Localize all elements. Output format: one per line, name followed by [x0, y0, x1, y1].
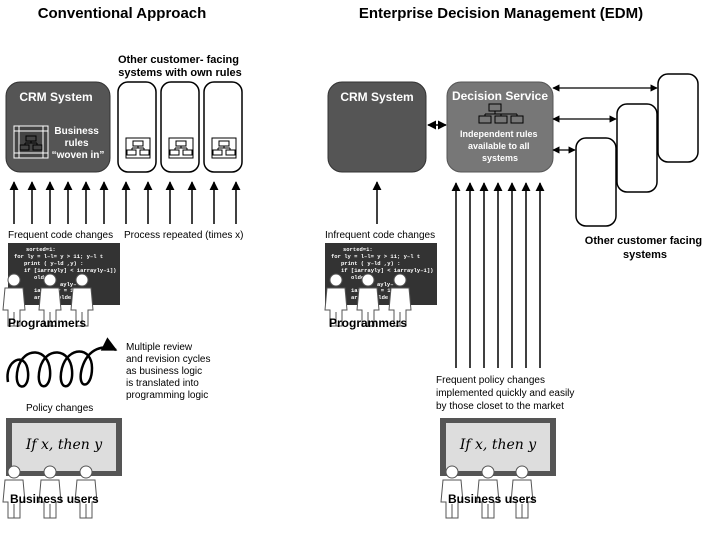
review-cycles-spiral — [6, 337, 118, 388]
rules-grid-icon — [13, 125, 49, 159]
policy-up-arrows — [451, 182, 545, 368]
left-crm-label: CRM System — [19, 90, 92, 104]
left-process-repeated: Process repeated (times x) — [124, 230, 244, 241]
left-other-system-boxes — [117, 81, 243, 173]
left-crm-system-box: CRM System Business rules “woven in” — [5, 81, 111, 173]
left-business-users-label: Business users — [10, 492, 99, 506]
left-board-text: If x, then y — [25, 437, 103, 453]
right-programmers-label: Programmers — [329, 316, 407, 330]
right-business-board: If x, then y — [440, 418, 556, 476]
right-other-system-boxes — [575, 73, 699, 227]
left-crm-note: Business rules “woven in” — [52, 126, 105, 161]
decision-service-box: Decision Service Independent rules avail… — [446, 81, 554, 173]
right-crm-system-box: CRM System — [327, 81, 427, 173]
left-review-note: Multiple review and revision cycles as b… — [126, 342, 213, 401]
left-code-block: sorted=1: for ly = l–l= y > 11; y–l t pr… — [8, 243, 123, 305]
left-business-board: If x, then y — [6, 418, 122, 476]
right-other-systems-label: Other customer facing systems — [585, 235, 705, 261]
left-programmers-label: Programmers — [8, 316, 86, 330]
decision-service-note: Independent rules available to all syste… — [460, 129, 540, 163]
right-title: Enterprise Decision Management (EDM) — [359, 5, 643, 22]
left-up-arrows — [9, 181, 241, 224]
decision-to-systems-arrows — [552, 84, 658, 154]
left-frequent-code-changes: Frequent code changes — [8, 230, 113, 241]
right-board-text: If x, then y — [459, 437, 537, 453]
left-other-systems-label: Other customer- facing systems with own … — [118, 54, 242, 79]
right-business-users-label: Business users — [448, 492, 537, 506]
right-infrequent-code-changes: Infrequent code changes — [325, 230, 435, 241]
right-crm-label: CRM System — [340, 90, 413, 104]
left-policy-changes: Policy changes — [26, 403, 93, 414]
right-policy-note: Frequent policy changes implemented quic… — [436, 375, 577, 412]
decision-service-label: Decision Service — [452, 89, 548, 103]
left-title: Conventional Approach — [38, 5, 207, 22]
decision-flow-icon — [478, 103, 524, 124]
